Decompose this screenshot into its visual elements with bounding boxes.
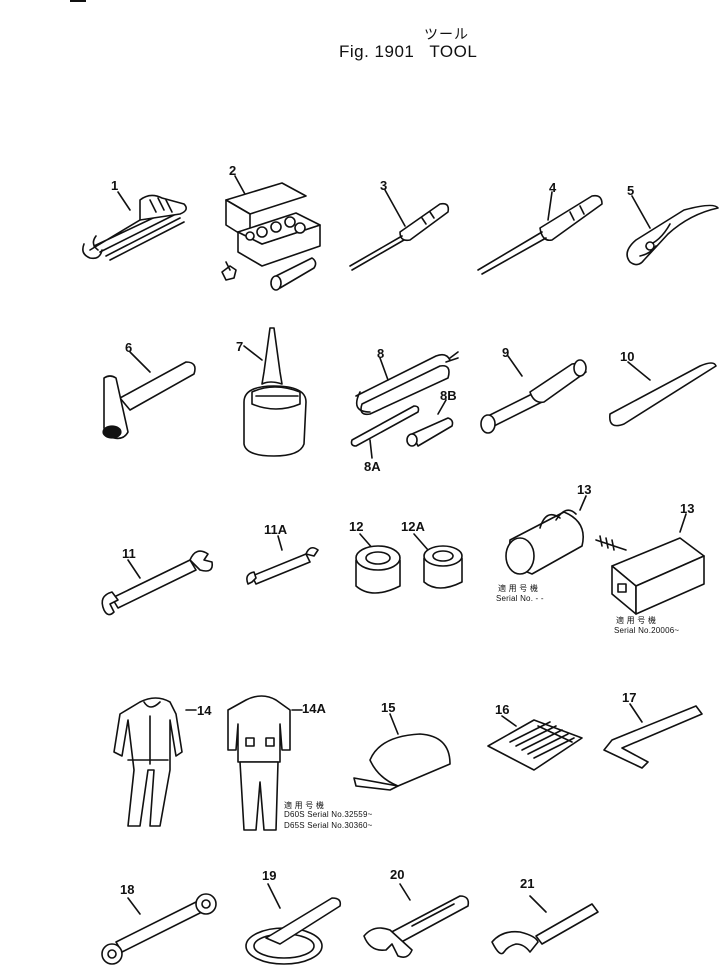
socket-small-icon bbox=[413, 533, 463, 589]
part-label-11a: 11A bbox=[264, 522, 288, 537]
part-label-10: 10 bbox=[620, 349, 635, 364]
part-label-17: 17 bbox=[622, 690, 637, 705]
suit-serial-d65s: D65S Serial No.30360~ bbox=[284, 821, 373, 830]
part-label-13-bag: 13 bbox=[577, 482, 592, 497]
figure-number: Fig. 1901 bbox=[339, 42, 415, 61]
screwdriver-large-icon bbox=[477, 191, 603, 275]
work-uniform-icon bbox=[227, 695, 303, 831]
part-label-2: 2 bbox=[229, 163, 237, 178]
hex-key-icon bbox=[603, 703, 703, 769]
japanese-title: ツール bbox=[424, 26, 469, 42]
screwdriver-icon bbox=[349, 189, 450, 271]
grease-gun-icon bbox=[350, 351, 459, 459]
part-label-4: 4 bbox=[549, 180, 557, 195]
figure-name: TOOL bbox=[429, 42, 478, 61]
cap-icon bbox=[353, 713, 451, 791]
oiler-can-icon bbox=[243, 327, 307, 457]
corner-mark bbox=[70, 0, 86, 2]
adapter-tool-icon bbox=[480, 355, 587, 434]
part-label-7: 7 bbox=[236, 339, 244, 354]
manual-book-icon bbox=[487, 715, 583, 771]
filter-wrench-icon bbox=[245, 883, 342, 965]
pliers-icon bbox=[626, 195, 719, 266]
part-label-21: 21 bbox=[520, 876, 535, 891]
part-label-8a: 8A bbox=[364, 459, 381, 474]
socket-icon bbox=[355, 533, 401, 594]
coverall-icon bbox=[113, 697, 197, 827]
part-label-16: 16 bbox=[495, 702, 510, 717]
tool-bag-icon bbox=[505, 495, 587, 575]
part-label-20: 20 bbox=[390, 867, 405, 882]
box-serial-jp: 適 用 号 機 bbox=[616, 616, 657, 625]
part-label-3: 3 bbox=[380, 178, 388, 193]
part-label-12a: 12A bbox=[401, 519, 425, 534]
adjustable-wrench-icon bbox=[363, 883, 470, 958]
hammer-icon bbox=[102, 351, 196, 440]
part-label-14a: 14A bbox=[302, 701, 326, 716]
part-label-14: 14 bbox=[197, 703, 212, 718]
wrench-set-icon bbox=[82, 191, 188, 261]
part-label-5: 5 bbox=[627, 183, 635, 198]
bag-serial-jp: 適 用 号 機 bbox=[498, 584, 539, 593]
bag-serial-note: Serial No. - - bbox=[496, 594, 544, 603]
part-label-6: 6 bbox=[125, 340, 133, 355]
socket-box-icon bbox=[221, 175, 321, 291]
small-wrench-icon bbox=[246, 535, 319, 585]
part-label-19: 19 bbox=[262, 868, 277, 883]
suit-serial-jp: 適 用 号 機 bbox=[284, 801, 325, 810]
pry-bar-icon bbox=[608, 361, 717, 427]
part-label-12: 12 bbox=[349, 519, 364, 534]
tool-box-icon bbox=[595, 513, 705, 615]
part-label-15: 15 bbox=[381, 700, 396, 715]
part-label-18: 18 bbox=[120, 882, 135, 897]
part-label-13-box: 13 bbox=[680, 501, 695, 516]
part-label-1: 1 bbox=[111, 178, 119, 193]
ring-wrench-icon bbox=[101, 893, 217, 965]
part-label-9: 9 bbox=[502, 345, 510, 360]
part-label-8: 8 bbox=[377, 346, 385, 361]
figure-title: Fig. 1901 TOOL bbox=[339, 42, 487, 62]
part-label-11: 11 bbox=[122, 546, 136, 561]
double-end-wrench-icon bbox=[101, 550, 214, 616]
part-label-8b: 8B bbox=[440, 388, 457, 403]
box-serial-note: Serial No.20006~ bbox=[614, 626, 680, 635]
suit-serial-d60s: D60S Serial No.32559~ bbox=[284, 810, 373, 819]
hook-wrench-icon bbox=[491, 895, 599, 955]
